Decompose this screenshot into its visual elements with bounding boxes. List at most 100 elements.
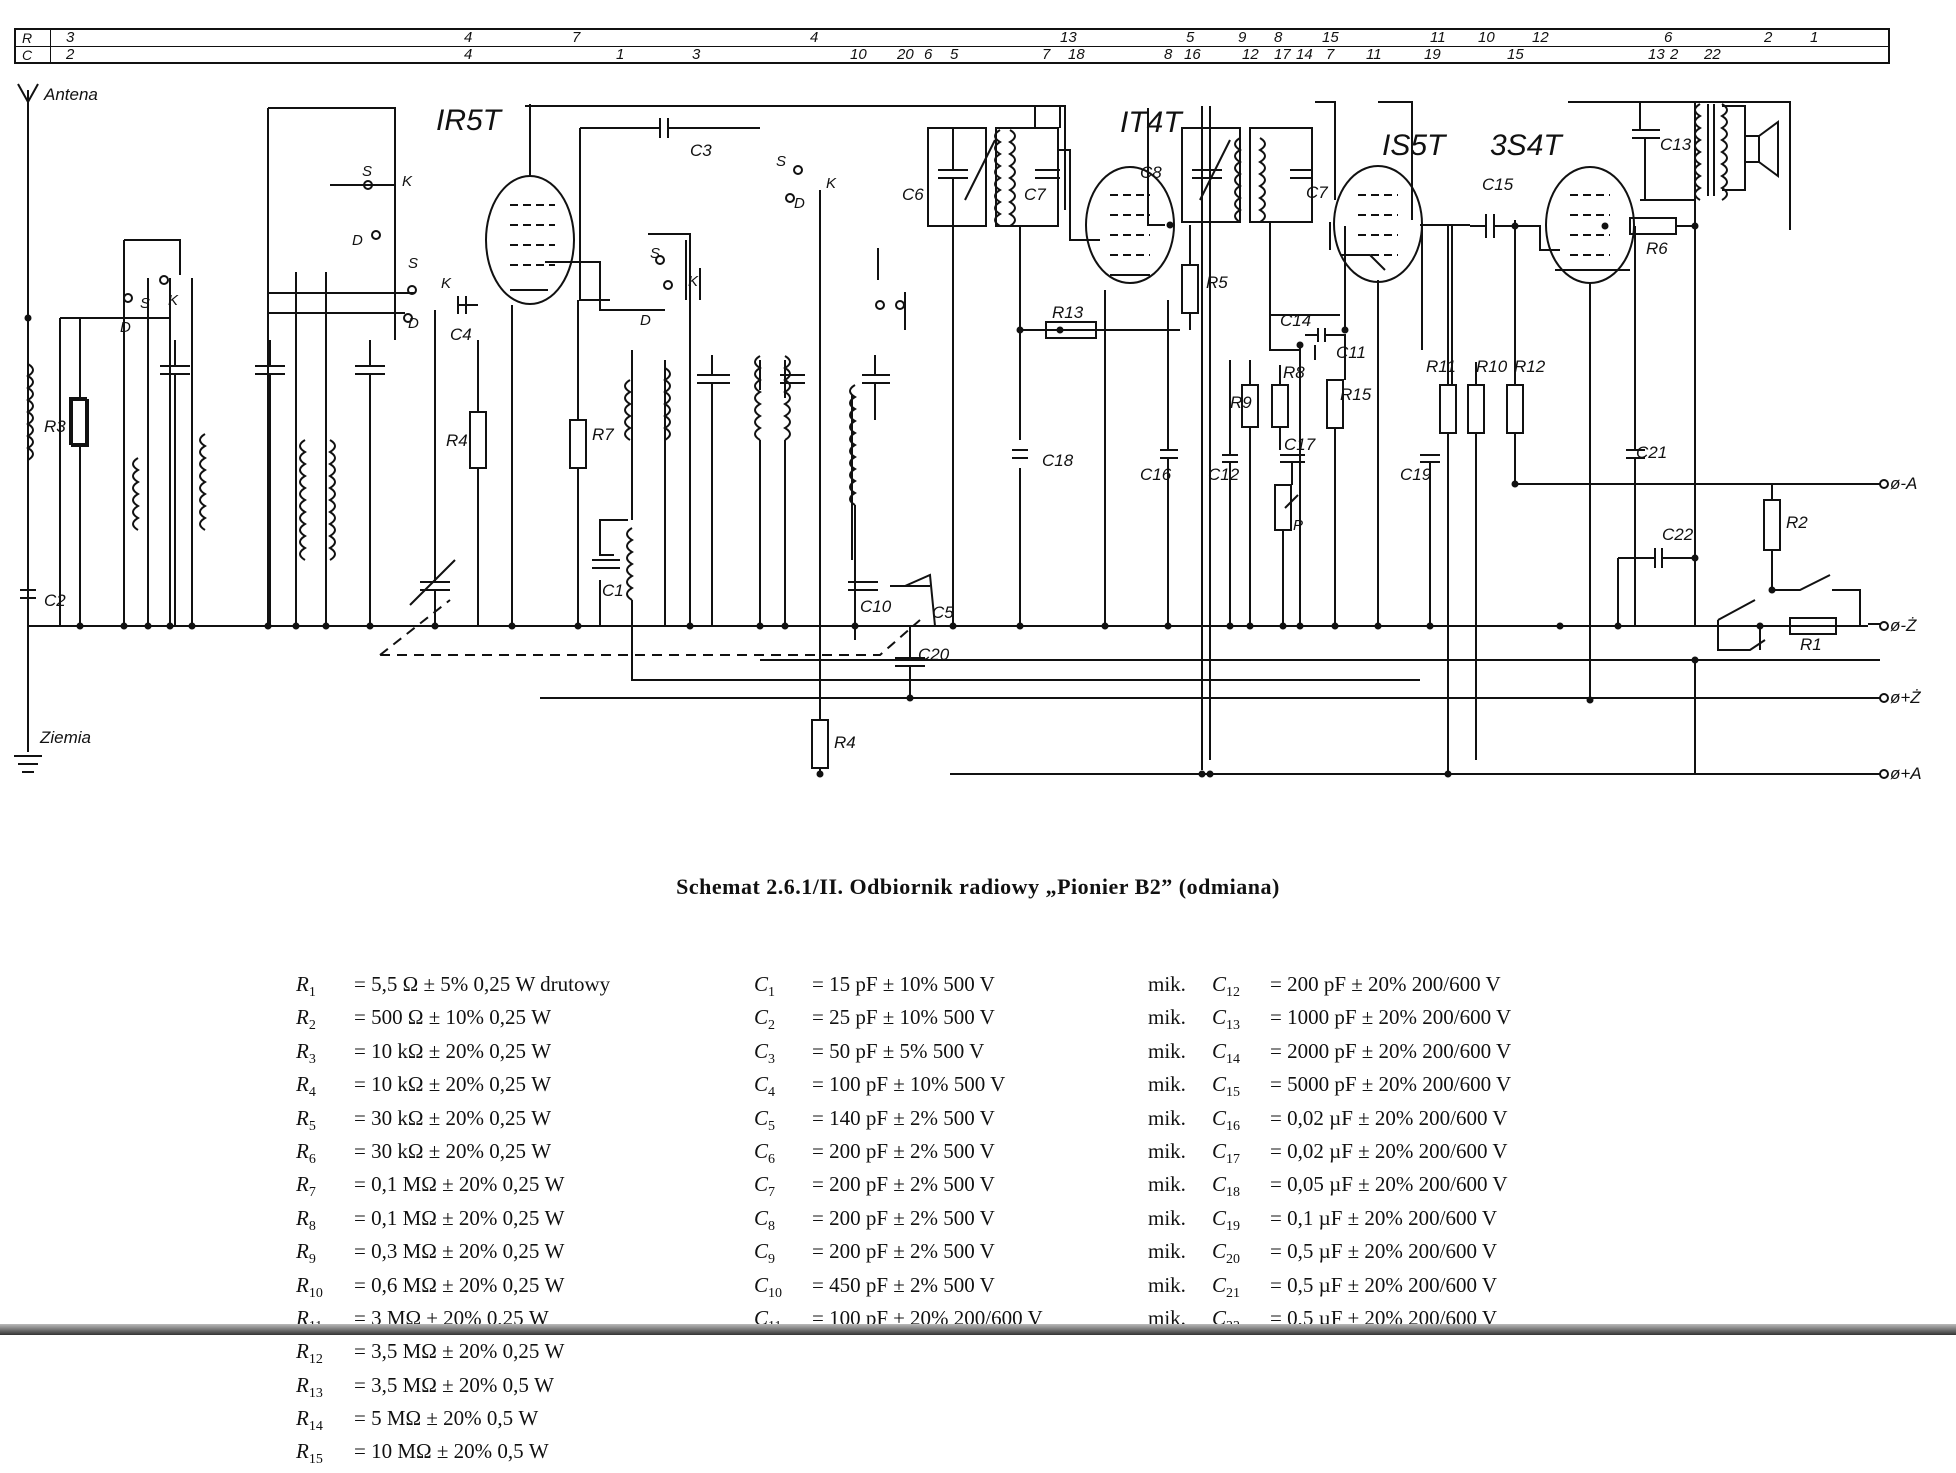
label-c3: C3 [690, 141, 712, 160]
part-index: 5 [768, 1118, 776, 1134]
part-value: = 1000 pF ± 20% 200/600 V [1270, 1005, 1512, 1030]
part-note: mik. [1148, 1105, 1186, 1130]
part-value: = 200 pF ± 2% 500 V [812, 1138, 995, 1163]
label-c14: C14 [1280, 311, 1311, 330]
part-note: mik. [1148, 1239, 1186, 1264]
part-value: = 0,1 µF ± 20% 200/600 V [1270, 1205, 1498, 1230]
label-c7: C7 [1024, 185, 1046, 204]
label-r9: R9 [1230, 393, 1252, 412]
part-value: = 5000 pF ± 20% 200/600 V [1270, 1072, 1512, 1097]
part-symbol: C6 [754, 1139, 812, 1172]
part-row: R2= 500 Ω ± 10% 0,25 W [296, 1005, 610, 1038]
reference-number: 12 [1242, 46, 1259, 63]
part-index: 15 [1226, 1085, 1241, 1101]
part-letter: C [754, 1038, 769, 1063]
part-value: = 0,05 µF ± 20% 200/600 V [1270, 1172, 1508, 1197]
part-letter: C [754, 1005, 769, 1030]
part-index: 18 [1226, 1185, 1241, 1201]
part-value: = 450 pF ± 2% 500 V [812, 1272, 995, 1297]
part-index: 10 [768, 1285, 783, 1301]
part-index: 19 [1226, 1218, 1241, 1234]
part-letter: C [754, 1072, 769, 1097]
label-c13: C13 [1660, 135, 1692, 154]
reference-number: 18 [1068, 46, 1085, 63]
part-letter: C [1212, 1205, 1227, 1230]
part-letter: C [754, 1105, 769, 1130]
part-letter: C [1212, 1072, 1227, 1097]
reference-number: 12 [1532, 29, 1549, 46]
part-index: 2 [768, 1018, 776, 1034]
part-note: mik. [1148, 1272, 1186, 1297]
label-c17: C17 [1284, 435, 1316, 454]
part-symbol: C9 [754, 1239, 812, 1272]
terminal-minus-z: ø-Ż [1890, 616, 1917, 635]
reference-number: 7 [1042, 46, 1051, 63]
label-c5: C5 [932, 603, 954, 622]
part-row: R7= 0,1 MΩ ± 20% 0,25 W [296, 1172, 610, 1205]
part-index: 12 [1226, 985, 1241, 1001]
part-letter: R [296, 1339, 309, 1364]
part-row: C16= 0,02 µF ± 20% 200/600 V [1212, 1106, 1511, 1139]
label-r15: R15 [1340, 385, 1372, 404]
part-letter: C [1212, 1038, 1227, 1063]
figure-caption: Schemat 2.6.1/II. Odbiornik radiowy „Pio… [676, 874, 1280, 899]
part-index: 15 [308, 1452, 323, 1468]
part-index: 17 [1226, 1152, 1241, 1168]
part-symbol: C7 [754, 1172, 812, 1205]
tube-is5t-label: IS5T [1382, 129, 1448, 162]
reference-number: 19 [1424, 46, 1441, 63]
part-index: 14 [308, 1419, 323, 1435]
part-letter: R [296, 1105, 309, 1130]
junction-dots [24, 221, 1776, 778]
part-letter: C [1212, 1005, 1227, 1030]
part-row: R13= 3,5 MΩ ± 20% 0,5 W [296, 1373, 610, 1406]
label-r6: R6 [1646, 239, 1668, 258]
reference-number: 5 [1186, 29, 1195, 46]
part-symbol: R6 [296, 1139, 354, 1172]
part-value: = 0,5 µF ± 20% 200/600 V [1270, 1239, 1498, 1264]
reference-number: 10 [850, 46, 867, 63]
pot-label: P [1293, 517, 1303, 534]
switch-k-label-4: K [688, 273, 699, 290]
part-row: R12= 3,5 MΩ ± 20% 0,25 W [296, 1339, 610, 1372]
label-c20: C20 [918, 645, 950, 664]
part-symbol: C13 [1212, 1005, 1270, 1038]
reference-number: 2 [1764, 29, 1773, 46]
label-c6: C6 [902, 185, 924, 204]
reference-number: 7 [1326, 46, 1335, 63]
part-value: = 0,02 µF ± 20% 200/600 V [1270, 1138, 1508, 1163]
switch-k-label-1: K [402, 173, 413, 190]
label-r4-lower: R4 [834, 733, 856, 752]
part-letter: C [1212, 972, 1227, 996]
label-c7-second: C7 [1306, 183, 1328, 202]
part-index: 4 [768, 1085, 776, 1101]
switch-k-label-2: K [441, 275, 452, 292]
part-value: = 15 pF ± 10% 500 V [812, 972, 995, 996]
part-index: 4 [308, 1085, 316, 1101]
part-letter: R [296, 972, 309, 996]
part-index: 1 [308, 985, 316, 1001]
part-value: = 5 MΩ ± 20% 0,5 W [354, 1406, 539, 1431]
part-index: 20 [1226, 1252, 1241, 1268]
part-letter: R [296, 1038, 309, 1063]
part-symbol: R3 [296, 1039, 354, 1072]
part-letter: R [296, 1172, 309, 1197]
part-value: = 2000 pF ± 20% 200/600 V [1270, 1038, 1512, 1063]
part-index: 2 [308, 1018, 316, 1034]
row-r-label: R [22, 30, 33, 46]
reference-number: 7 [572, 29, 581, 46]
part-symbol: R10 [296, 1273, 354, 1306]
part-value: = 10 kΩ ± 20% 0,25 W [354, 1072, 552, 1097]
part-letter: C [754, 1239, 769, 1264]
part-symbol: R15 [296, 1439, 354, 1472]
switch-s-label-5: S [776, 153, 786, 170]
part-letter: C [1212, 1138, 1227, 1163]
label-c16: C16 [1140, 465, 1172, 484]
part-letter: C [1212, 1272, 1227, 1297]
part-note: mik. [1148, 1138, 1186, 1163]
